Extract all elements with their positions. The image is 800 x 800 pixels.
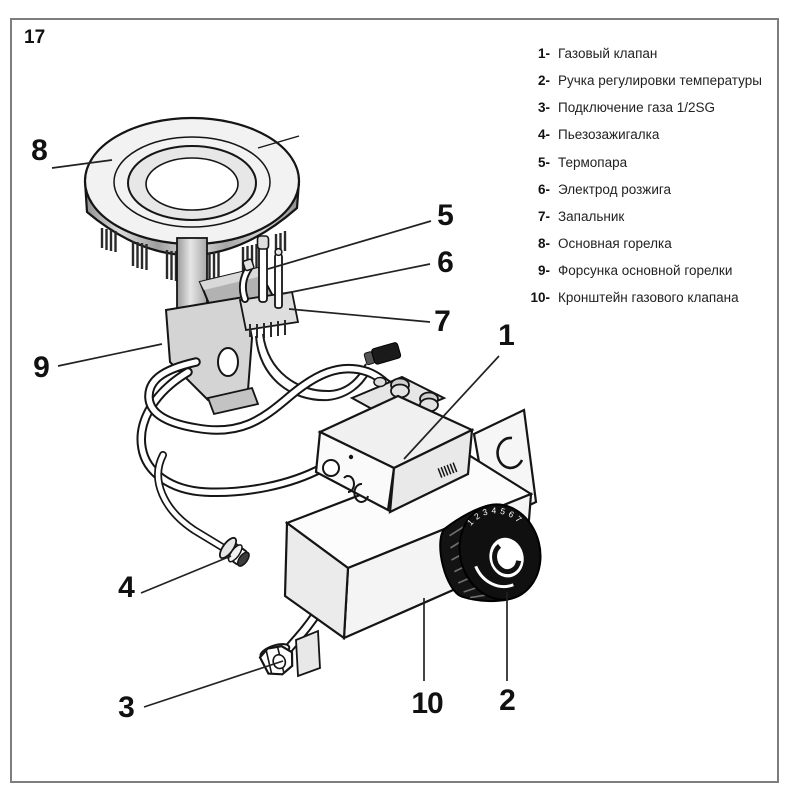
- legend-item: 2- Ручка регулировки температуры: [524, 73, 774, 100]
- legend-item-label: Ручка регулировки температуры: [558, 73, 762, 89]
- legend-item: 10- Кронштейн газового клапана: [524, 290, 774, 317]
- legend-item: 1- Газовый клапан: [524, 46, 774, 73]
- pilot-assembly: [238, 235, 300, 338]
- legend-item-number: 1-: [537, 46, 550, 61]
- leader-4: [140, 555, 232, 594]
- legend-item-label: Газовый клапан: [558, 46, 658, 61]
- callout-7: 7: [434, 305, 451, 338]
- piezo-cable: [154, 451, 226, 551]
- cable-connector: [363, 342, 402, 366]
- legend-item-label: Пьезозажигалка: [558, 127, 660, 143]
- leader-7: [288, 308, 431, 323]
- legend-item-label: Форсунка основной горелки: [558, 263, 733, 279]
- valve-label-hatch: [437, 462, 458, 478]
- legend-item-number: 3-: [537, 100, 550, 116]
- legend-item: 4- Пьезозажигалка: [524, 127, 774, 154]
- callout-9: 9: [33, 351, 50, 384]
- legend-item-number: 4-: [537, 127, 550, 143]
- callout-6: 6: [437, 246, 454, 279]
- temperature-knob: 1234567: [439, 498, 542, 603]
- legend-item-label: Основная горелка: [558, 235, 672, 251]
- pilot-burner: [238, 258, 255, 303]
- page-number: 17: [24, 27, 46, 48]
- legend-item-number: 9-: [537, 263, 550, 279]
- leader-6: [281, 263, 431, 295]
- piezo-igniter: [218, 536, 250, 567]
- legend-item-number: 7-: [537, 208, 550, 224]
- main-gas-tube: [144, 357, 403, 435]
- callout-1: 1: [498, 319, 515, 352]
- leader-lines: [51, 159, 508, 708]
- legend-item-label: Электрод розжига: [558, 181, 671, 197]
- leader-9: [57, 343, 163, 367]
- callout-8: 8: [31, 134, 48, 167]
- legend-item: 5- Термопара: [524, 155, 774, 182]
- ignition-electrode: [274, 247, 283, 309]
- legend-item: 7- Запальник: [524, 209, 774, 236]
- callout-3: 3: [118, 691, 135, 724]
- callout-2: 2: [499, 684, 516, 717]
- legend-item-number: 6-: [537, 181, 550, 197]
- legend-item-label: Запальник: [558, 208, 625, 224]
- legend-item: 9- Форсунка основной горелки: [524, 263, 774, 290]
- legend-item-number: 2-: [537, 73, 550, 89]
- callout-5: 5: [437, 199, 454, 232]
- legend-item-number: 5-: [537, 154, 550, 170]
- legend-item: 3- Подключение газа 1/2SG: [524, 100, 774, 127]
- parts-legend: 1- Газовый клапан 2- Ручка регулировки т…: [524, 46, 774, 317]
- legend-item: 8- Основная горелка: [524, 236, 774, 263]
- legend-item: 6- Электрод розжига: [524, 182, 774, 209]
- legend-item-number: 10-: [530, 290, 550, 306]
- legend-item-label: Термопара: [558, 154, 628, 170]
- thermocouple: [256, 235, 270, 303]
- callout-10: 10: [411, 687, 443, 720]
- legend-item-label: Кронштейн газового клапана: [558, 290, 739, 306]
- callout-4: 4: [118, 571, 135, 604]
- legend-item-label: Подключение газа 1/2SG: [558, 100, 716, 116]
- leader-8: [51, 159, 113, 169]
- gas-valve: [314, 375, 475, 514]
- legend-item-number: 8-: [537, 235, 550, 251]
- valve-inlet-details: [322, 454, 369, 503]
- leader-5: [267, 220, 432, 270]
- main-burner: [83, 116, 301, 283]
- leader-3: [143, 660, 284, 708]
- leader-1: [403, 355, 500, 460]
